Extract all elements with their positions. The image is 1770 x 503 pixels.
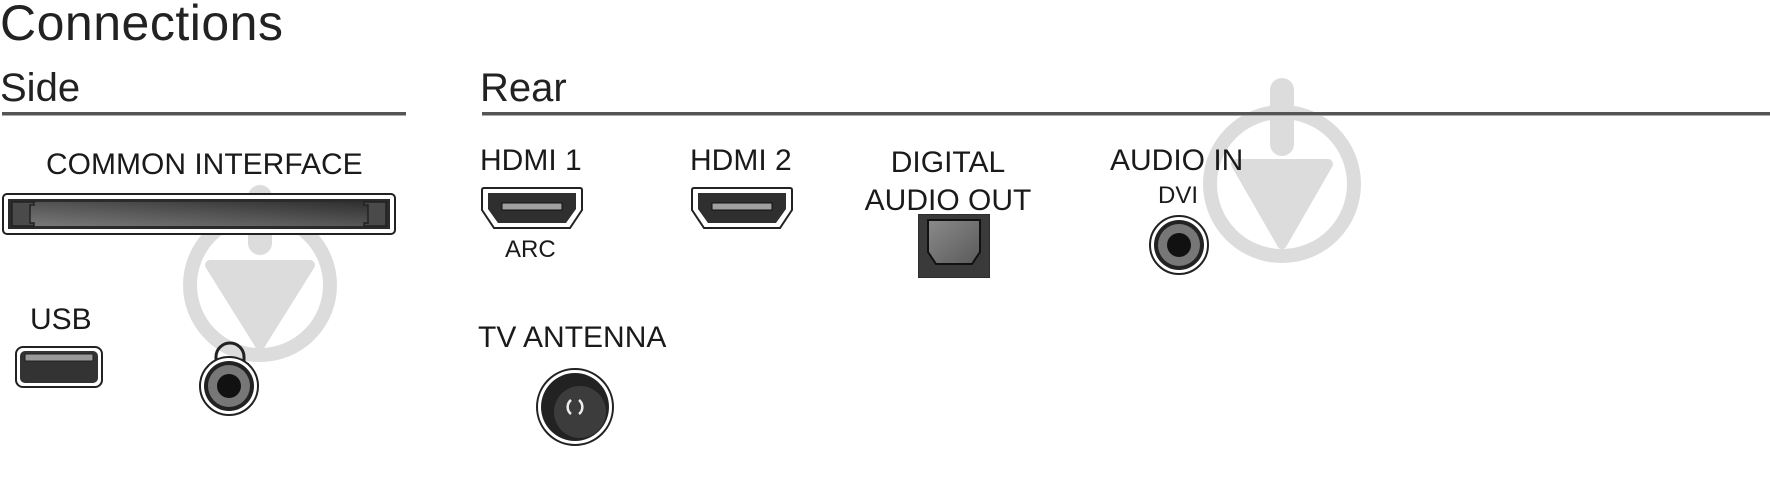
common-interface-slot[interactable] <box>2 193 396 235</box>
hdmi1-arc-label: ARC <box>505 236 556 263</box>
hdmi2-port[interactable] <box>690 186 794 232</box>
audio-in-label: AUDIO IN <box>1110 144 1244 177</box>
hdmi2-label: HDMI 2 <box>690 144 792 177</box>
tv-antenna-label: TV ANTENNA <box>478 321 667 354</box>
audio-in-jack[interactable] <box>1148 214 1210 276</box>
page-title: Connections <box>0 0 284 51</box>
side-divider <box>2 112 406 116</box>
digital-audio-out-label: DIGITAL AUDIO OUT <box>860 144 1036 220</box>
digital-audio-out-label-line2: AUDIO OUT <box>864 184 1032 217</box>
headphone-jack[interactable] <box>198 355 260 417</box>
section-heading-rear: Rear <box>480 66 567 110</box>
hdmi1-port[interactable] <box>480 186 584 232</box>
hdmi1-label: HDMI 1 <box>480 144 582 177</box>
section-heading-side: Side <box>0 66 81 110</box>
tv-antenna-port[interactable] <box>535 367 615 447</box>
audio-in-dvi-label: DVI <box>1158 182 1199 209</box>
usb-port[interactable] <box>15 346 103 388</box>
usb-label: USB <box>30 303 92 336</box>
optical-audio-port[interactable] <box>918 214 990 278</box>
common-interface-label: COMMON INTERFACE <box>46 148 363 181</box>
rear-divider <box>482 112 1770 116</box>
digital-audio-out-label-line1: DIGITAL <box>890 146 1006 179</box>
